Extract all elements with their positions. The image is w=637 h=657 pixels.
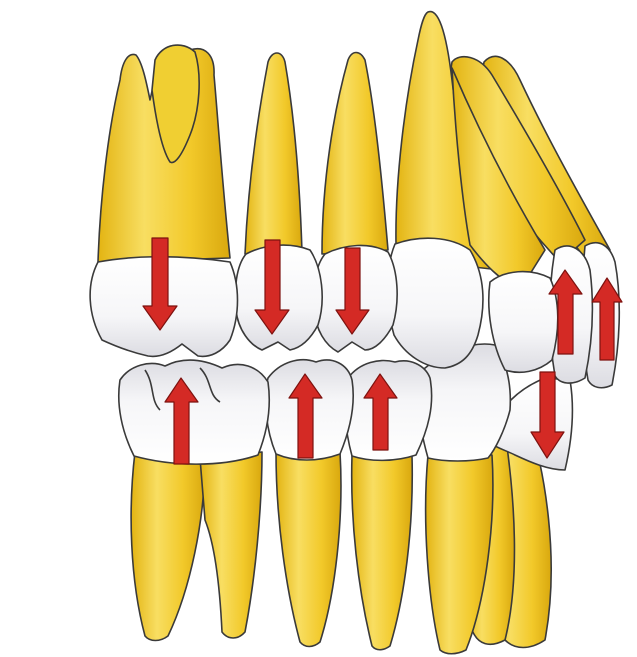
upper-lateral-crown-side (489, 272, 558, 373)
upper-canine-crown (387, 238, 483, 368)
lower-molar-crown (119, 360, 270, 464)
upper-premolar-2-root (245, 53, 302, 254)
upper-premolar-1-root (322, 53, 388, 255)
lower-premolar-2-root (276, 452, 341, 647)
lower-molar-root-front (200, 452, 262, 638)
lower-premolar-1-root (352, 455, 413, 650)
lower-molar-root-back (131, 452, 205, 641)
